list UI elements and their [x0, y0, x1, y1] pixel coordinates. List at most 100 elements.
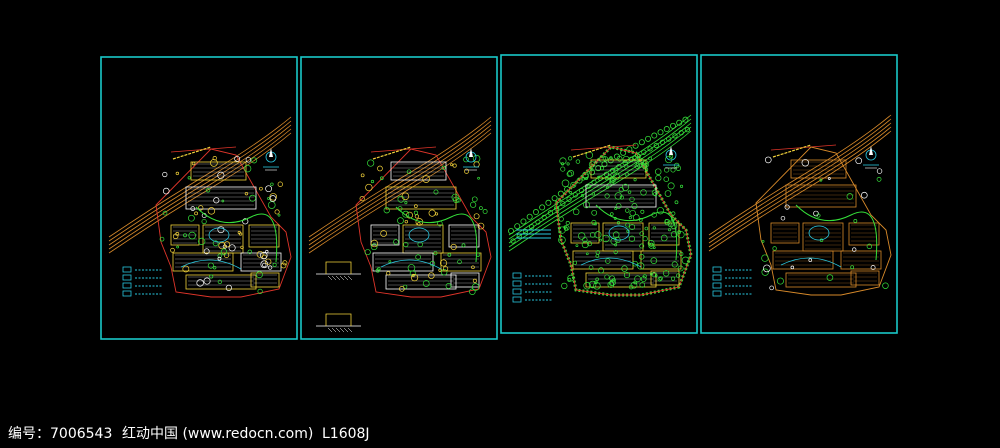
planting-symbol [422, 280, 430, 287]
planting-symbol [377, 267, 381, 271]
planting-symbol [282, 260, 288, 266]
sheet-2 [300, 56, 498, 340]
water-feature [808, 225, 830, 241]
section-hatch [343, 327, 349, 333]
planting-symbol [644, 167, 649, 172]
planting-symbol [595, 277, 599, 282]
planting-symbol [370, 239, 379, 248]
planting-symbol [607, 281, 615, 288]
planting-symbol [370, 243, 378, 251]
planting-symbol [566, 171, 573, 177]
planting-symbol [280, 262, 287, 269]
planting-symbol [591, 192, 595, 196]
planting-symbol [203, 248, 210, 255]
planting-symbol [445, 283, 452, 289]
planting-symbol [478, 206, 483, 211]
planting-symbol [176, 245, 179, 249]
tree-symbol [645, 135, 652, 142]
site-name-link[interactable]: 红动中国 (www.redocn.com) [122, 426, 314, 442]
planting-symbol [442, 266, 449, 272]
planting-symbol [604, 274, 610, 280]
planting-symbol [559, 157, 567, 165]
tree-symbol [676, 119, 683, 126]
planting-symbol [819, 178, 823, 182]
building-block [790, 159, 847, 179]
planting-symbol [386, 271, 391, 276]
planting-symbol [663, 176, 670, 182]
section-hatch [339, 275, 345, 281]
planting-symbol [855, 157, 863, 165]
planting-symbol [194, 211, 198, 216]
planting-symbol [265, 249, 269, 254]
planting-symbol [407, 264, 416, 272]
planting-symbol [383, 207, 390, 214]
planting-symbol [623, 164, 629, 169]
street-label [572, 144, 612, 158]
planting-symbol [379, 176, 384, 181]
planting-symbol [615, 203, 622, 209]
planting-symbol [866, 243, 873, 249]
planting-symbol [461, 243, 466, 248]
building-block [848, 222, 880, 246]
planting-symbol [640, 189, 647, 196]
planting-symbol [647, 239, 655, 247]
planting-symbol [677, 231, 685, 239]
tree-symbol [520, 218, 527, 225]
planting-symbol [172, 233, 179, 240]
planting-symbol [629, 196, 635, 202]
tree-symbol [588, 169, 595, 176]
section-hatch [335, 275, 341, 281]
planting-symbol [882, 282, 889, 289]
planting-symbol [657, 277, 662, 282]
planting-symbol [401, 192, 410, 201]
planting-symbol [566, 162, 570, 166]
planting-symbol [609, 279, 616, 286]
planting-symbol [399, 286, 405, 292]
legend-swatch [512, 280, 522, 287]
planting-symbol [876, 176, 882, 182]
planting-symbol [433, 251, 438, 256]
item-code: L1608J [322, 426, 370, 442]
planting-symbol [631, 203, 638, 210]
building-block [850, 270, 880, 286]
planting-symbol [201, 218, 207, 225]
planting-symbol [658, 276, 663, 281]
planting-symbol [637, 157, 645, 165]
planting-symbol [609, 175, 617, 183]
tree-symbol [572, 192, 578, 198]
planting-symbol [612, 173, 620, 181]
planting-symbol [159, 236, 165, 242]
planting-symbol [210, 159, 218, 167]
planting-symbol [406, 169, 412, 175]
planting-symbol [640, 276, 647, 282]
planting-symbol [677, 265, 684, 272]
tree-symbol [610, 167, 616, 173]
planting-symbol [242, 218, 249, 225]
road-line [708, 130, 892, 252]
planting-symbol [240, 245, 244, 250]
planting-symbol [648, 156, 652, 161]
planting-symbol [213, 197, 220, 204]
planting-symbol [580, 194, 585, 198]
planting-symbol [663, 167, 670, 173]
building-block [185, 274, 257, 290]
street-label [172, 146, 212, 160]
planting-symbol [609, 156, 613, 160]
planting-symbol [572, 260, 578, 265]
planting-symbol [618, 187, 624, 193]
planting-symbol [801, 159, 810, 167]
planting-symbol [182, 265, 190, 273]
planting-symbol [597, 175, 600, 179]
boundary-line [570, 144, 637, 151]
planting-symbol [808, 258, 813, 262]
planting-symbol [602, 156, 609, 162]
legend-swatch [712, 266, 722, 273]
planting-symbol [217, 253, 223, 258]
planting-symbol [162, 171, 168, 178]
building-block [185, 186, 257, 210]
garden-path [380, 259, 442, 270]
planting-symbol [590, 167, 594, 172]
planting-symbol [639, 282, 646, 288]
planting-symbol [588, 280, 597, 289]
sheet-frame [500, 54, 698, 334]
